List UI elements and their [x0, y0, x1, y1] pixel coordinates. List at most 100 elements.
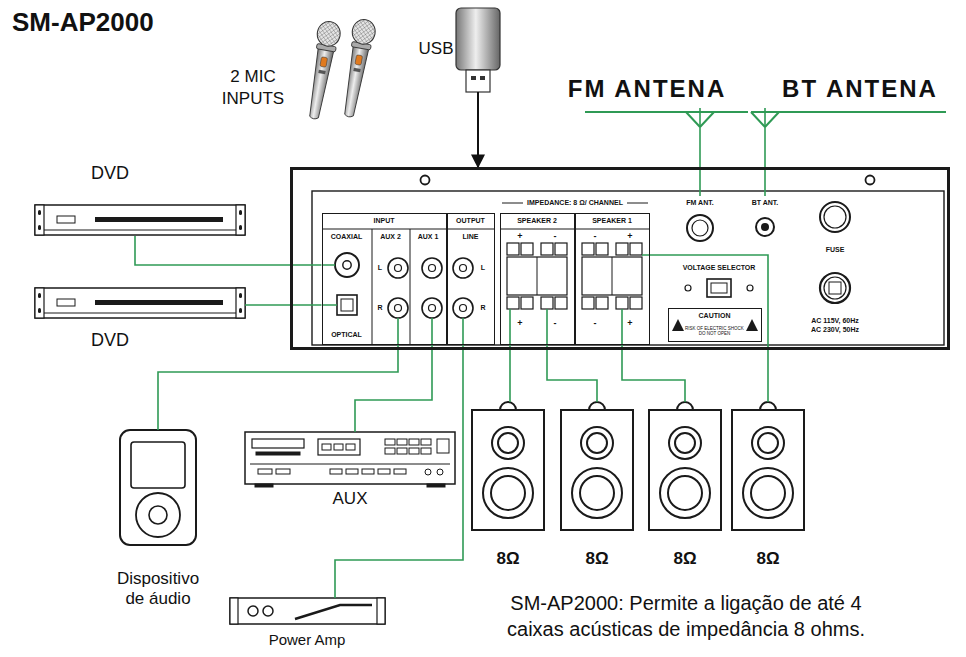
device-label: IMPEDANCE: 8 Ω/ CHANNEL: [527, 199, 623, 207]
polarity-mark: +: [627, 231, 632, 242]
aux-deck-drawing: [322, 444, 331, 450]
aux-deck-drawing: [256, 452, 300, 455]
dvd-drawing: [35, 288, 245, 318]
connector-wire: [335, 345, 463, 599]
polarity-mark: -: [554, 231, 557, 242]
usb-plug-drawing: [471, 76, 476, 80]
device-label: FM ANT.: [686, 199, 713, 207]
device-label: DVD: [91, 163, 129, 185]
power-amp-drawing: [230, 598, 385, 624]
aux-deck-drawing: [421, 448, 431, 454]
connector-wire: [355, 345, 432, 433]
antenna-label: FM ANTENA: [555, 70, 747, 108]
aux-deck: AUX: [238, 432, 460, 513]
connector-wire: [650, 255, 768, 402]
aux-deck-drawing: [276, 469, 290, 474]
antenna-symbol: [751, 112, 946, 127]
panel-details: [507, 243, 567, 309]
panel-details: [687, 215, 713, 241]
microphone-drawing: [337, 18, 377, 119]
panel-details: [312, 191, 944, 345]
channel-label: R: [377, 304, 382, 312]
aux-deck-drawing: [318, 439, 360, 455]
panel-details: [335, 253, 359, 277]
aux-deck-drawing: [346, 444, 355, 450]
panel-details: [685, 285, 691, 291]
connector-wire: [509, 345, 511, 402]
panel-details: [711, 283, 727, 293]
power-amp-drawing: [230, 598, 385, 624]
microphone-drawing: [302, 18, 377, 121]
device-label: 2 MIC INPUTS: [218, 66, 288, 110]
usb-plug: USB: [414, 6, 506, 92]
output-section: OUTPUT LINE: [447, 213, 495, 345]
wire-stub: [322, 255, 650, 345]
device-label: 8Ω: [756, 549, 779, 569]
polarity-mark: -: [594, 318, 597, 329]
device-label: LINE: [463, 232, 479, 240]
device-label: OUTPUT: [456, 216, 485, 224]
antenna-jack: FM ANT.: [672, 196, 728, 246]
device-label: INPUT: [374, 216, 395, 224]
device-label: OPTICAL: [331, 330, 362, 338]
aux-deck-drawing: [437, 469, 443, 475]
polarity-mark: +: [627, 318, 632, 329]
caption-note: SM-AP2000: Permite a ligação de até 4 ca…: [486, 590, 886, 642]
panel-details: [707, 279, 731, 297]
usb-plug-drawing: [456, 8, 500, 70]
power-amp-drawing: [377, 598, 385, 624]
panel-details: [341, 299, 353, 311]
usb-plug-drawing: [480, 76, 485, 80]
connector-wire: [547, 345, 597, 402]
antenna-jack: BT ANT.: [740, 196, 790, 246]
input-section: INPUTCOAXIALOPTICALAUX 2AUX 1: [322, 213, 447, 345]
device-label: FM ANTENA: [568, 75, 726, 104]
microphone-drawing: [302, 20, 342, 121]
microphone-pair: 2 MIC INPUTS: [216, 18, 400, 122]
aux-deck-drawing: [245, 432, 455, 484]
panel-details: [824, 206, 846, 228]
polarity-mark: -: [554, 318, 557, 329]
optical-jack: OPTICAL: [322, 287, 372, 345]
diagram-title: SM-AP2000: [12, 8, 154, 37]
connector-arrow: [477, 92, 479, 167]
connector-wire: [764, 108, 766, 196]
connector-wire: [699, 108, 701, 196]
aux-deck-drawing: [385, 439, 395, 445]
aux-deck-drawing: [346, 469, 358, 474]
dvd-player: DVD: [30, 160, 245, 236]
panel-details: [692, 220, 708, 236]
panel-details: [322, 203, 650, 345]
panel-details: [422, 258, 442, 278]
coaxial-jack: COAXIAL: [322, 229, 372, 287]
device-label: USB: [419, 39, 454, 59]
speaker-drawing: [472, 402, 804, 530]
panel-details: [312, 176, 944, 346]
speaker-box: 8Ω: [730, 402, 806, 572]
rca-jack-pair: AUX 1: [410, 229, 447, 345]
power-amp-drawing: [230, 598, 238, 624]
device-label: SPEAKER 1: [592, 216, 632, 224]
device-label: CAUTION: [699, 311, 731, 319]
audio-player-drawing: [131, 442, 185, 488]
aux-deck-drawing: [334, 444, 343, 450]
panel-details: [453, 258, 473, 278]
panel-details: [421, 176, 430, 185]
aux-deck-drawing: [425, 469, 431, 475]
connector-wire: [245, 304, 322, 306]
aux-deck-drawing: [378, 469, 390, 474]
panel-details: [453, 298, 473, 318]
aux-deck-drawing: [330, 469, 342, 474]
polarity-mark: +: [517, 231, 522, 242]
speaker-drawing: [732, 402, 804, 530]
device-label: AUX 1: [418, 232, 439, 240]
connector-wire: [158, 345, 398, 431]
speaker-box: 8Ω: [647, 402, 723, 572]
usb-plug-drawing: [456, 8, 500, 92]
aux-deck-drawing: [409, 439, 419, 445]
aux-deck-drawing: [397, 448, 407, 454]
aux-deck-drawing: [427, 484, 445, 487]
power-amp-drawing: [263, 606, 273, 616]
device-label: 8Ω: [585, 549, 608, 569]
panel-details: [422, 298, 442, 318]
